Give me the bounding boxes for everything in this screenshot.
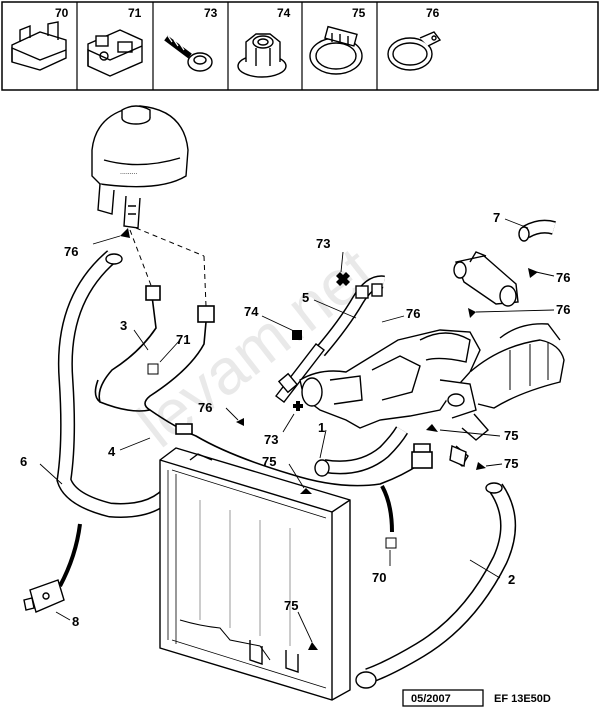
symbol-square-74: [292, 330, 302, 340]
header-ref-73: 73: [204, 6, 218, 20]
expansion-tank[interactable]: .........: [91, 105, 189, 229]
callout-3[interactable]: 3: [120, 318, 127, 333]
clip-icon: [11, 21, 67, 71]
triangle-markers: [120, 228, 538, 650]
callout-75-bottom[interactable]: 75: [284, 598, 298, 613]
hose-5[interactable]: [315, 275, 385, 357]
callout-70[interactable]: 70: [372, 570, 386, 585]
callout-75-mid[interactable]: 75: [504, 428, 518, 443]
callout-73-top[interactable]: 73: [316, 236, 330, 251]
callout-6[interactable]: 6: [20, 454, 27, 469]
callout-labels: 76 7 76 73 5 76 76 74 3 71 76 4 73 1 75 …: [20, 210, 570, 629]
radiator-hatching: [199, 500, 291, 646]
callout-74[interactable]: 74: [244, 304, 259, 319]
bleed-line-8: [58, 523, 82, 587]
footer-date: 05/2007: [411, 693, 451, 705]
outlet-pipe-assembly[interactable]: [453, 251, 519, 307]
callout-2[interactable]: 2: [508, 572, 515, 587]
symbol-cross-73-bottom: [293, 401, 303, 411]
harness-3-4[interactable]: [94, 285, 433, 487]
thermostat-housing[interactable]: [299, 323, 565, 468]
header-cell-74[interactable]: 74: [237, 6, 291, 78]
watermark: levam.net: [124, 233, 387, 461]
hose-1[interactable]: [314, 426, 409, 477]
callout-73-bottom[interactable]: 73: [264, 432, 278, 447]
callout-76-left[interactable]: 76: [198, 400, 212, 415]
pipe-74[interactable]: [275, 283, 383, 403]
callout-75-left[interactable]: 75: [262, 454, 276, 469]
symbol-square-71: [147, 363, 159, 375]
part-7-elbow[interactable]: [518, 219, 556, 242]
symbol-cross-73-top: [336, 272, 350, 286]
screw-icon: [164, 35, 213, 72]
header-cell-71[interactable]: 71: [87, 6, 143, 77]
callout-76-tank[interactable]: 76: [64, 244, 78, 259]
hose-6[interactable]: [56, 250, 194, 518]
callout-71[interactable]: 71: [176, 332, 190, 347]
callout-7[interactable]: 7: [493, 210, 500, 225]
callout-76-right[interactable]: 76: [556, 302, 570, 317]
header-ref-71: 71: [128, 6, 142, 20]
radiator[interactable]: [159, 447, 351, 701]
flange-nut-icon: [237, 33, 287, 78]
connector-clip-icon: [87, 29, 143, 77]
callout-5[interactable]: 5: [302, 290, 309, 305]
header-cell-70[interactable]: 70: [11, 6, 69, 71]
callout-76-mid[interactable]: 76: [406, 306, 420, 321]
callout-76-right-upper[interactable]: 76: [556, 270, 570, 285]
hose-2[interactable]: [355, 482, 517, 689]
tank-dash-leaders: [129, 227, 207, 307]
header-cell-76[interactable]: 76: [387, 6, 442, 71]
header-parts-strip: 70 71 73: [1, 1, 599, 91]
header-ref-75: 75: [352, 6, 366, 20]
footer-code: EF 13E50D: [494, 693, 551, 705]
header-cell-75[interactable]: 75: [309, 6, 366, 75]
hose-clamp-icon: [309, 25, 363, 75]
header-ref-70: 70: [55, 6, 69, 20]
leader-lines: [39, 218, 555, 643]
svg-text:.........: .........: [120, 169, 138, 176]
callout-1[interactable]: 1: [318, 420, 325, 435]
callout-75-right[interactable]: 75: [504, 456, 518, 471]
cable-to-70: [380, 485, 394, 533]
bleed-fitting[interactable]: [449, 444, 467, 468]
part-8-bleed-block[interactable]: [23, 579, 65, 613]
header-ref-76: 76: [426, 6, 440, 20]
callout-4[interactable]: 4: [108, 444, 116, 459]
strap-clamp-icon: [387, 31, 442, 71]
footer-date-box: [402, 689, 484, 707]
header-ref-74: 74: [277, 6, 291, 20]
header-cell-73[interactable]: 73: [164, 6, 218, 72]
symbol-square-70: [385, 537, 397, 549]
callout-8[interactable]: 8: [72, 614, 79, 629]
footer: 05/2007 EF 13E50D: [402, 689, 551, 707]
